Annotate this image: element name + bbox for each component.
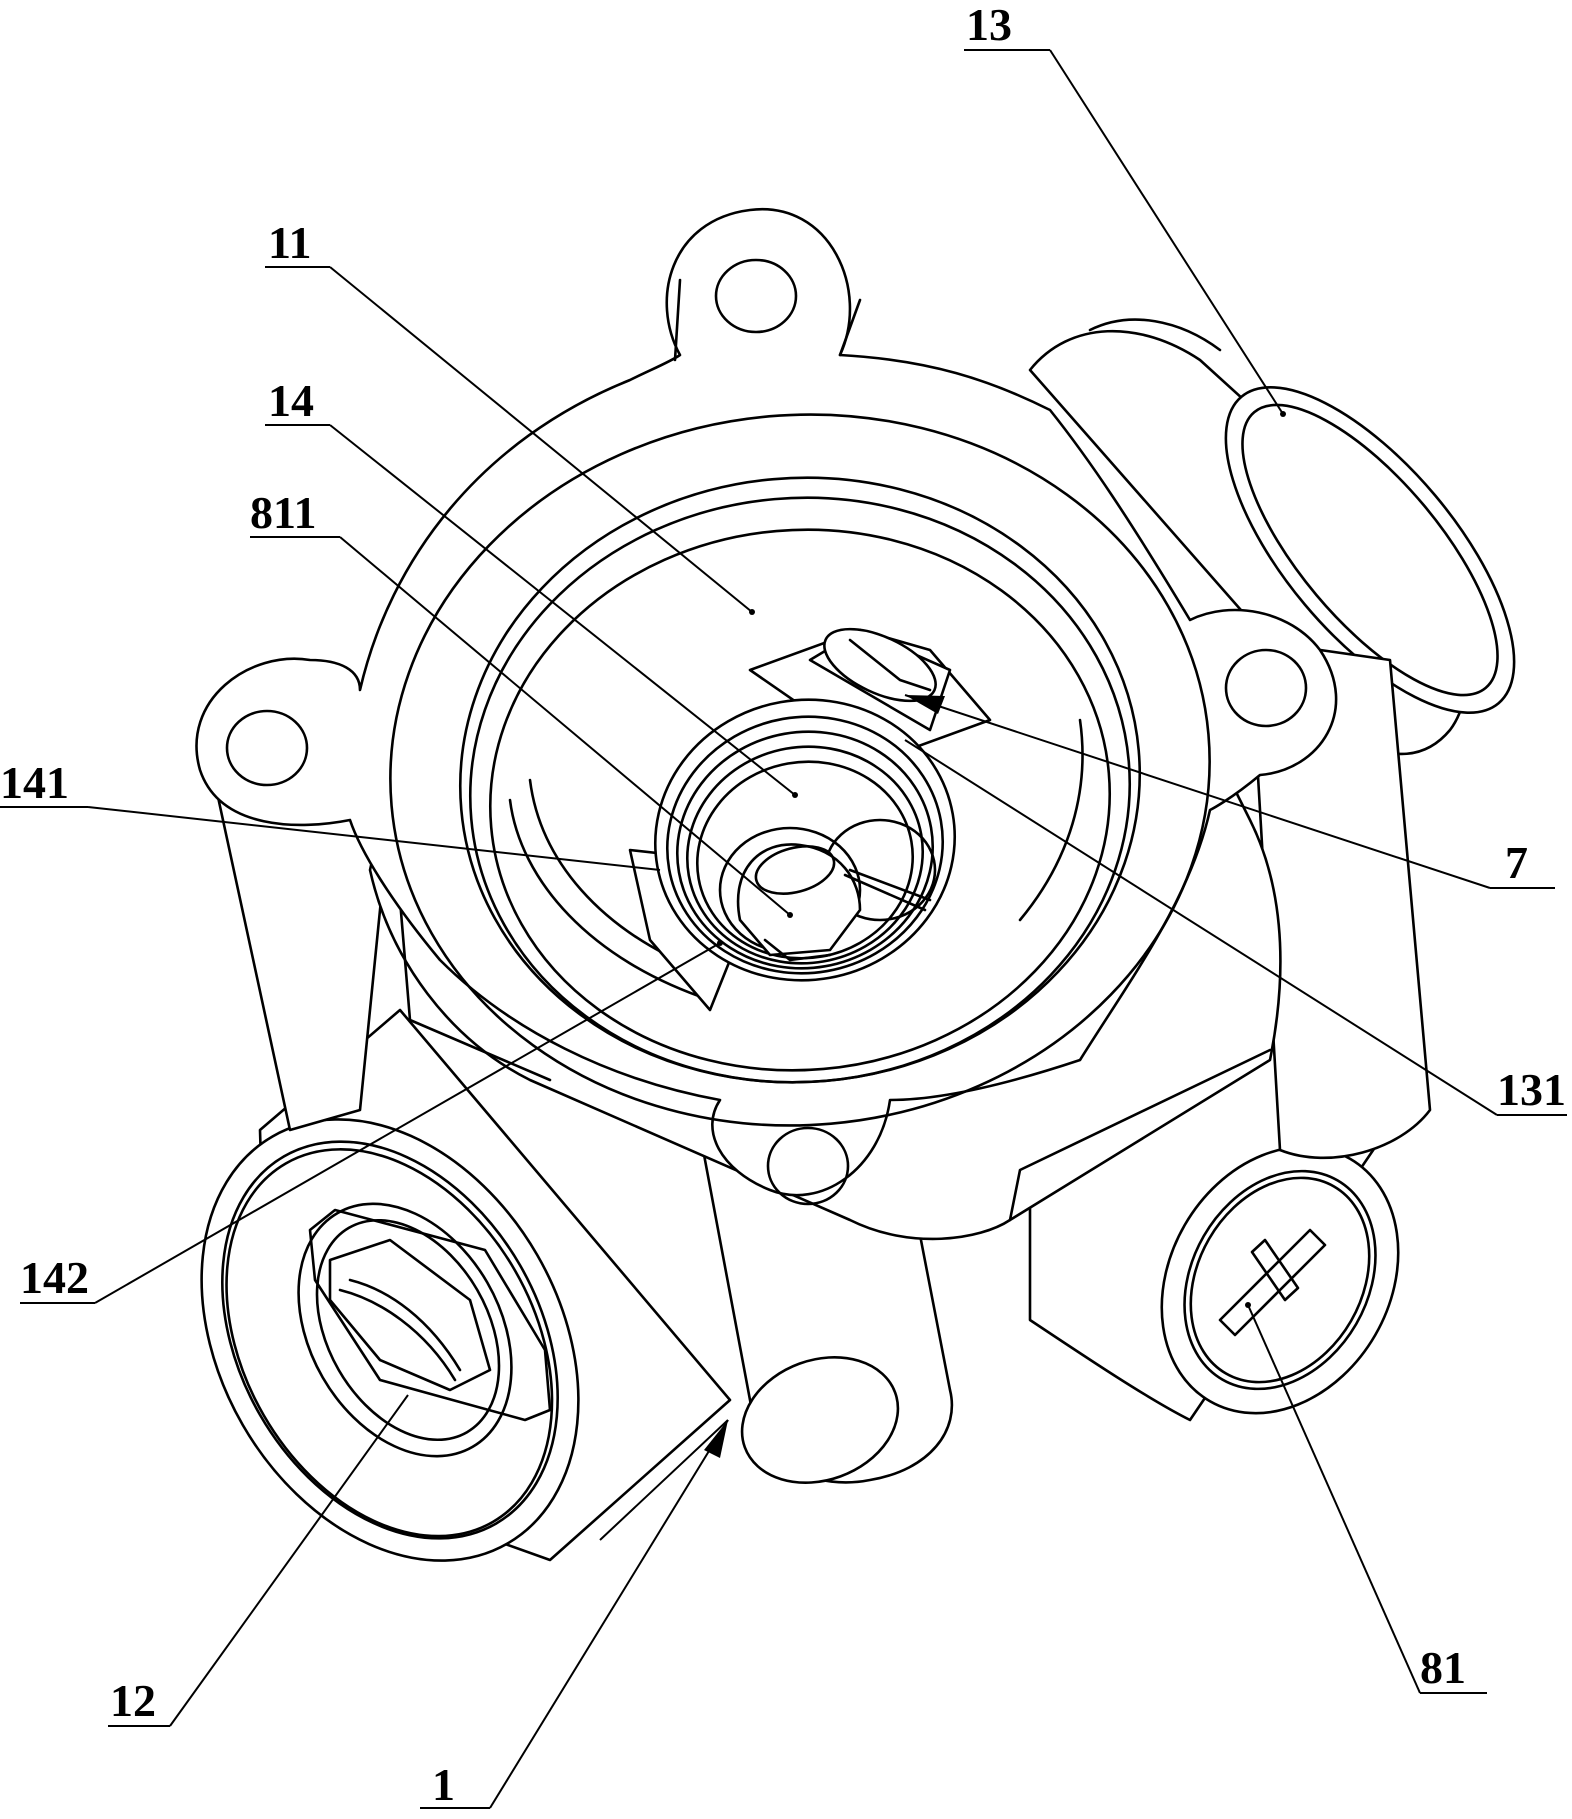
port-13 (1028, 318, 1516, 756)
label-1: 1 (432, 1759, 455, 1810)
ear-hole-bottom (766, 1126, 850, 1206)
boss-14 (628, 698, 957, 1012)
label-13: 13 (966, 0, 1012, 50)
label-7: 7 (1505, 837, 1528, 888)
label-141: 141 (0, 757, 69, 808)
label-14: 14 (268, 375, 314, 426)
port-131 (748, 627, 992, 762)
valve-body (195, 207, 1516, 1562)
label-131: 131 (1497, 1064, 1566, 1115)
ear-hole-left (225, 709, 309, 787)
label-11: 11 (268, 217, 311, 268)
label-81: 81 (1420, 1642, 1466, 1693)
port-12 (200, 1008, 732, 1562)
ear-hole-right (1224, 648, 1308, 728)
lug-right (1248, 638, 1432, 1160)
leaders (0, 49, 1567, 1809)
label-142: 142 (20, 1252, 89, 1303)
label-811: 811 (250, 487, 316, 538)
ear-hole-top (714, 258, 798, 334)
top-flange (195, 207, 1338, 1206)
label-12: 12 (110, 1675, 156, 1726)
bore (389, 413, 1211, 1127)
